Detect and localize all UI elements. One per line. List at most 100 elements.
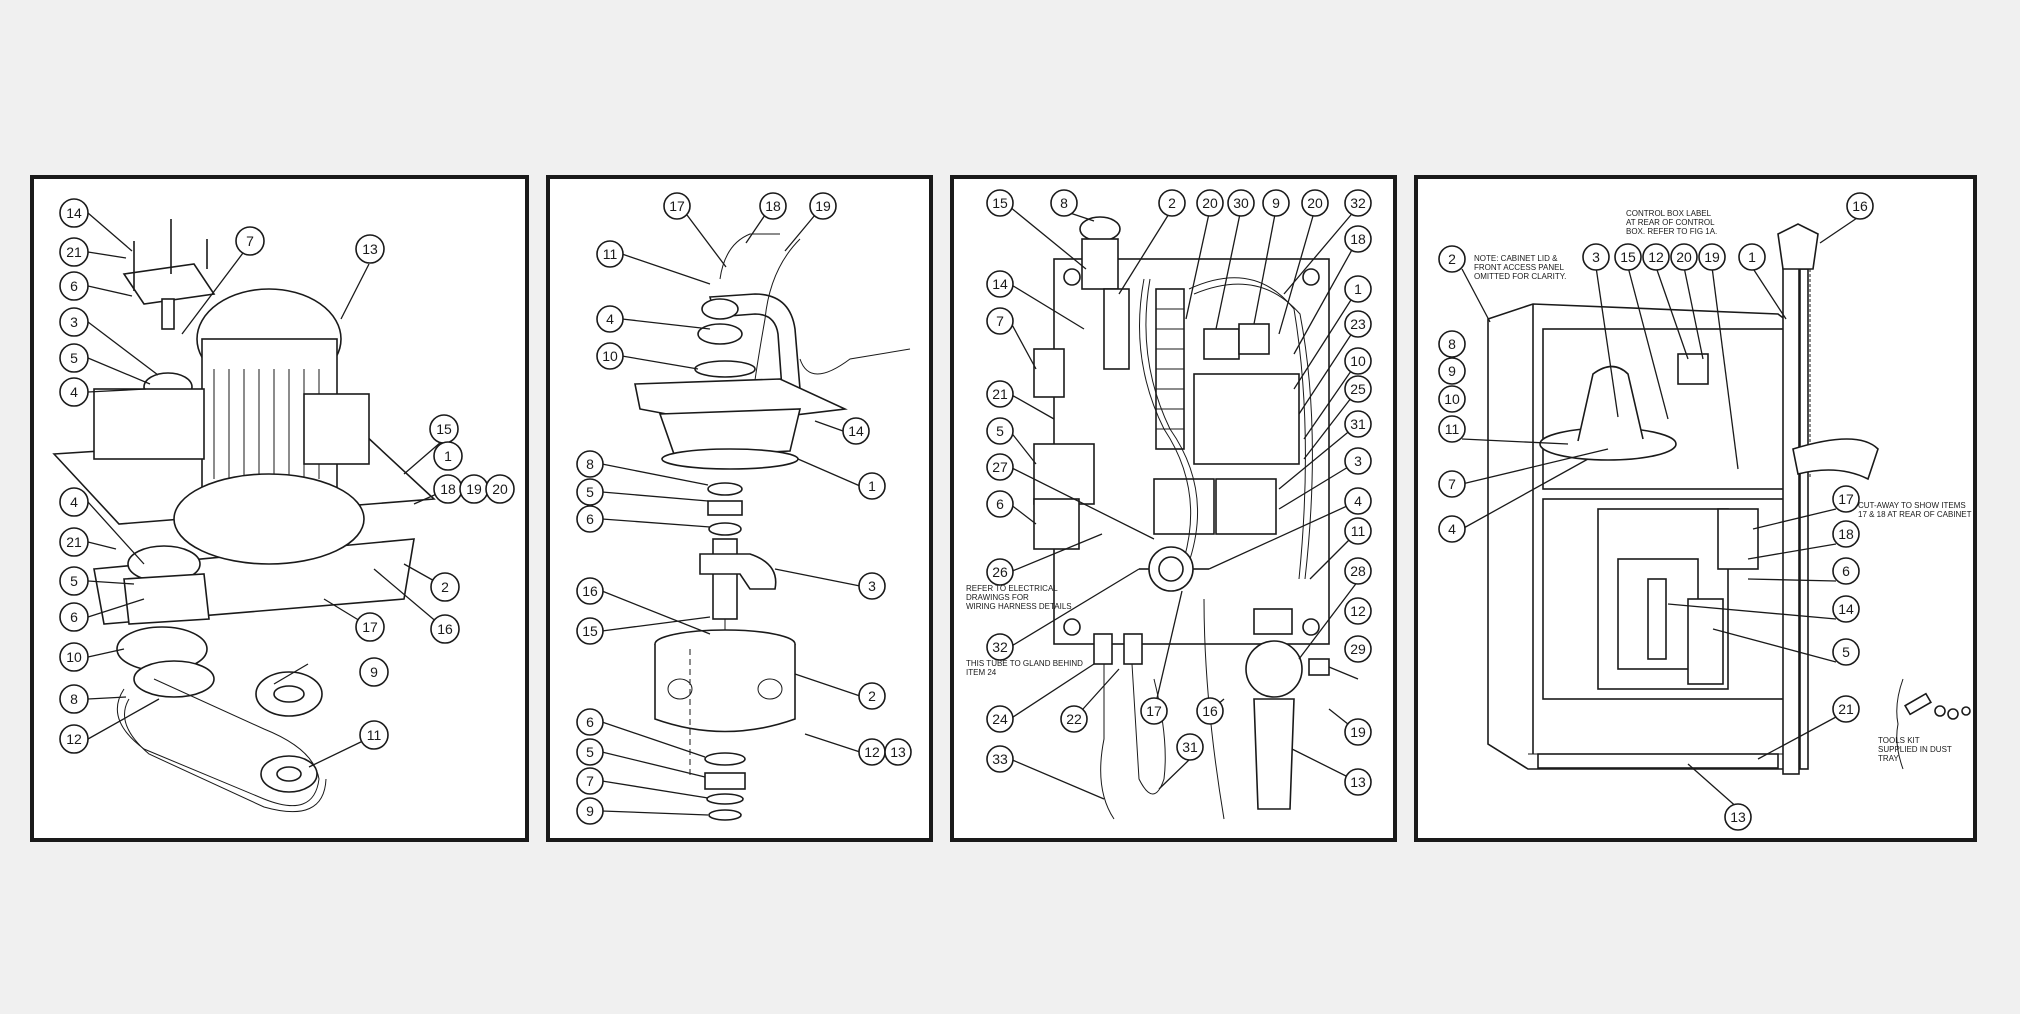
svg-text:23: 23	[1350, 316, 1366, 332]
control-box-leaders	[1009, 206, 1359, 800]
svg-text:12: 12	[66, 731, 82, 747]
svg-text:15: 15	[436, 421, 452, 437]
callout: 31	[1344, 410, 1372, 438]
svg-text:5: 5	[70, 350, 78, 366]
callout: 1	[433, 441, 463, 471]
svg-text:5: 5	[586, 484, 594, 500]
callout: 2	[430, 572, 460, 602]
callout: 7	[576, 767, 604, 795]
spindle-head-leaders	[601, 214, 861, 816]
svg-text:16: 16	[437, 621, 453, 637]
callout: 18	[1344, 225, 1372, 253]
motor-drive-drawing	[52, 212, 449, 813]
svg-text:9: 9	[586, 803, 594, 819]
spindle-head-callouts: 17 18 19 11 4 10 14 1 8 5 6 3 16 15 2 6 …	[576, 192, 912, 825]
svg-text:5: 5	[586, 744, 594, 760]
callout: 6	[59, 271, 89, 301]
svg-text:27: 27	[992, 459, 1008, 475]
svg-text:2: 2	[868, 688, 876, 704]
svg-text:8: 8	[1448, 336, 1456, 352]
callout: 19	[1698, 243, 1726, 271]
callout: 5	[576, 478, 604, 506]
callout: 15	[576, 617, 604, 645]
svg-text:8: 8	[1060, 195, 1068, 211]
svg-text:19: 19	[815, 198, 831, 214]
callout: 4	[59, 377, 89, 407]
callout: 25	[1344, 375, 1372, 403]
callout: 5	[59, 343, 89, 373]
callout: 16	[576, 577, 604, 605]
callout: 15	[986, 189, 1014, 217]
svg-text:17: 17	[1146, 703, 1162, 719]
callout: 6	[576, 505, 604, 533]
callout: 9	[359, 657, 389, 687]
svg-text:2: 2	[1168, 195, 1176, 211]
svg-text:1: 1	[444, 448, 452, 464]
svg-text:15: 15	[992, 195, 1008, 211]
callout: 16	[1846, 192, 1874, 220]
callout: 5	[59, 566, 89, 596]
callout: 14	[1832, 595, 1860, 623]
svg-text:11: 11	[1445, 421, 1460, 437]
callout: 17	[1140, 697, 1168, 725]
svg-text:3: 3	[70, 314, 78, 330]
callout: 22	[1060, 705, 1088, 733]
svg-text:3: 3	[1354, 453, 1362, 469]
svg-text:6: 6	[996, 496, 1004, 512]
svg-text:1: 1	[1748, 249, 1756, 265]
svg-text:11: 11	[367, 727, 382, 743]
svg-text:16: 16	[1202, 703, 1218, 719]
svg-text:32: 32	[1350, 195, 1366, 211]
callout: 6	[576, 708, 604, 736]
svg-text:10: 10	[602, 348, 618, 364]
callout: 13	[1724, 803, 1752, 831]
svg-text:7: 7	[586, 773, 594, 789]
svg-text:8: 8	[586, 456, 594, 472]
svg-text:20: 20	[1307, 195, 1323, 211]
svg-text:11: 11	[603, 246, 618, 262]
svg-text:1: 1	[1354, 281, 1362, 297]
callout: 12	[1344, 597, 1372, 625]
svg-text:19: 19	[1350, 724, 1366, 740]
svg-text:32: 32	[992, 639, 1008, 655]
callout: 7	[235, 226, 265, 256]
callout: 7	[1438, 470, 1466, 498]
callout: 12	[59, 724, 89, 754]
callout: 18	[759, 192, 787, 220]
cutaway-note: CUT-AWAY TO SHOW ITEMS 17 & 18 AT REAR O…	[1858, 501, 1972, 519]
callout: 16	[1196, 697, 1224, 725]
callout: 6	[986, 490, 1014, 518]
svg-text:3: 3	[1592, 249, 1600, 265]
svg-text:18: 18	[1838, 526, 1854, 542]
svg-text:33: 33	[992, 751, 1008, 767]
svg-text:4: 4	[606, 311, 614, 327]
control-box-label-note: CONTROL BOX LABEL AT REAR OF CONTROL BOX…	[1626, 209, 1718, 236]
svg-text:6: 6	[586, 714, 594, 730]
callout: 6	[1832, 557, 1860, 585]
motor-drive-callouts: 14 21 6 3 5 4 7 13 15 1 18 19 20 4 21 5 …	[59, 198, 515, 754]
callout: 4	[596, 305, 624, 333]
callout: 19	[1344, 718, 1372, 746]
svg-text:16: 16	[1852, 198, 1868, 214]
callout: 12	[1642, 243, 1670, 271]
callout: 2	[858, 682, 886, 710]
control-box-artwork	[1033, 216, 1330, 820]
svg-text:7: 7	[996, 313, 1004, 329]
svg-text:19: 19	[466, 481, 482, 497]
svg-text:21: 21	[1838, 701, 1854, 717]
svg-text:17: 17	[669, 198, 685, 214]
svg-text:15: 15	[1620, 249, 1636, 265]
callout: 8	[576, 450, 604, 478]
callout: 29	[1344, 635, 1372, 663]
svg-text:14: 14	[848, 423, 864, 439]
callout: 27	[986, 453, 1014, 481]
callout: 8	[1050, 189, 1078, 217]
callout: 20	[1301, 189, 1329, 217]
callout: 9	[576, 797, 604, 825]
svg-text:10: 10	[1444, 391, 1460, 407]
cabinet-callouts: 16 2 3 15 12 20 19 1 8 9 10 11 7 4 17 18…	[1438, 192, 1874, 831]
callout: 9	[1262, 189, 1290, 217]
svg-text:20: 20	[1676, 249, 1692, 265]
svg-text:24: 24	[992, 711, 1008, 727]
svg-text:13: 13	[1730, 809, 1746, 825]
